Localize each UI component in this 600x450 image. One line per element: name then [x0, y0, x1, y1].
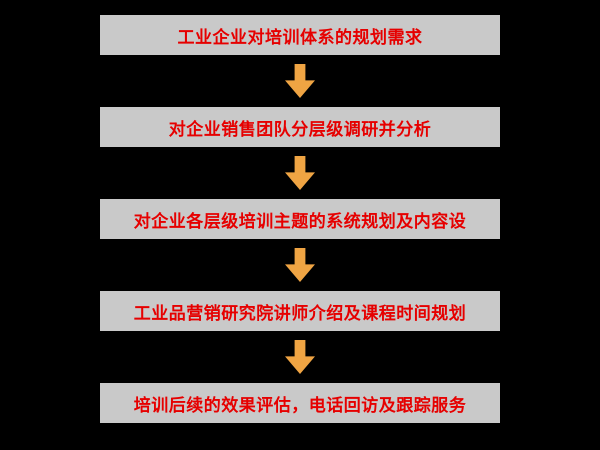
step-box-2: 对企业销售团队分层级调研并分析: [100, 107, 500, 147]
step-box-4: 工业品营销研究院讲师介绍及课程时间规划: [100, 291, 500, 331]
down-arrow-icon: [285, 340, 315, 374]
down-arrow-icon: [285, 248, 315, 282]
down-arrow-icon: [285, 156, 315, 190]
step-label-4: 工业品营销研究院讲师介绍及课程时间规划: [133, 303, 467, 323]
step-label-3: 对企业各层级培训主题的系统规划及内容设: [133, 211, 467, 231]
step-box-3: 对企业各层级培训主题的系统规划及内容设: [100, 199, 500, 239]
step-box-5: 培训后续的效果评估，电话回访及跟踪服务: [100, 383, 500, 423]
step-label-1: 工业企业对培训体系的规划需求: [177, 27, 423, 47]
down-arrow-icon: [285, 64, 315, 98]
step-label-2: 对企业销售团队分层级调研并分析: [168, 119, 432, 139]
step-label-5: 培训后续的效果评估，电话回访及跟踪服务: [133, 395, 467, 415]
step-box-1: 工业企业对培训体系的规划需求: [100, 15, 500, 55]
